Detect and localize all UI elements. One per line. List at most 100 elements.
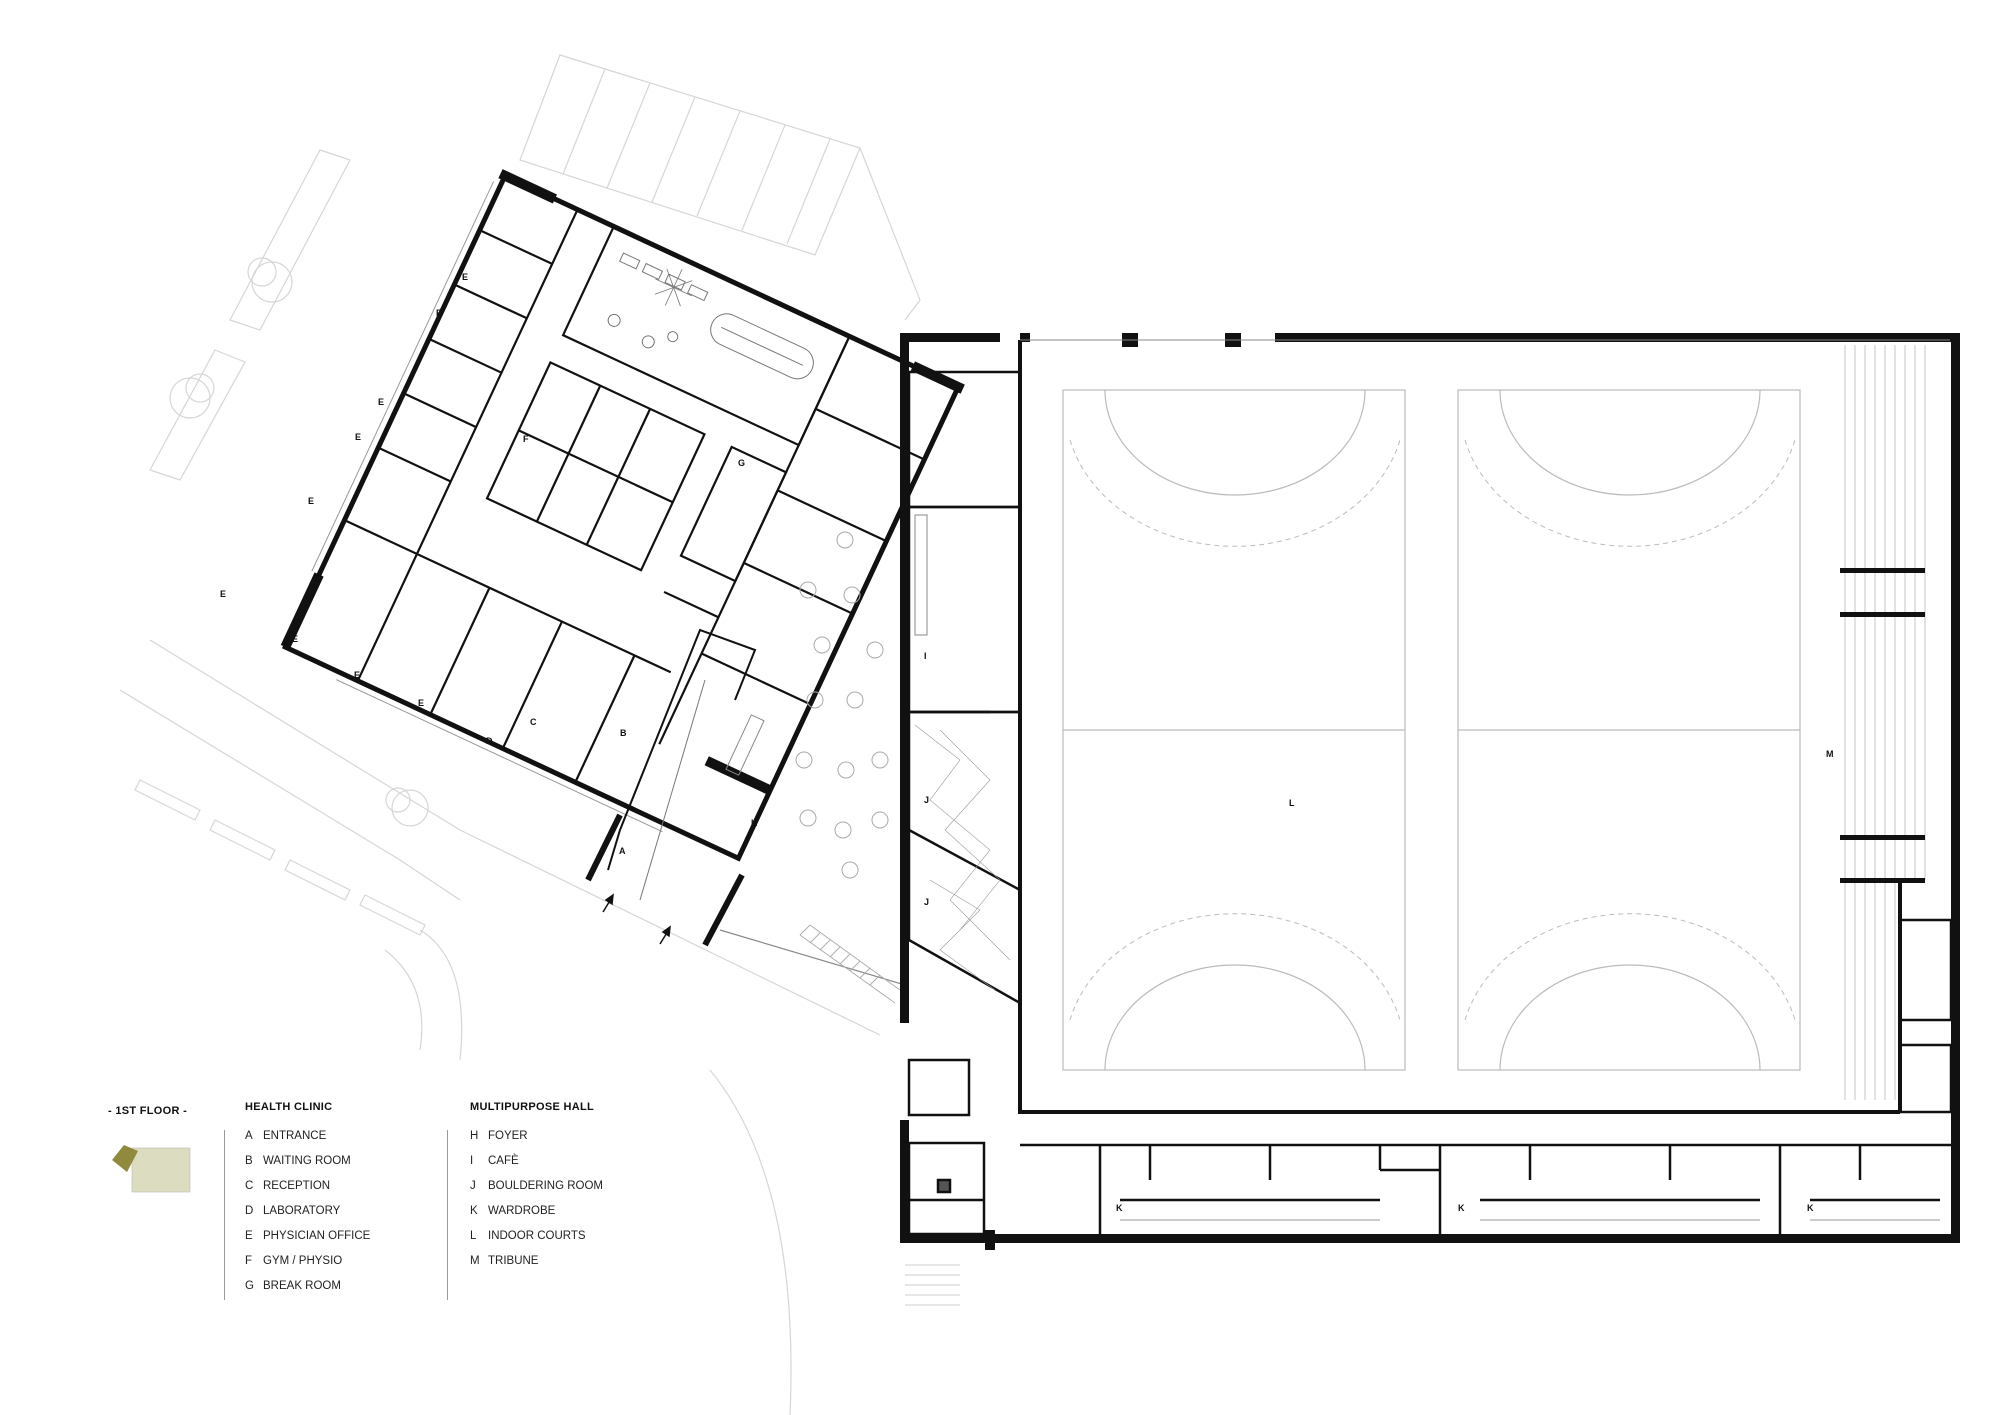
room-label-e: E xyxy=(220,589,226,599)
room-label-e: E xyxy=(378,397,384,407)
room-label-k: K xyxy=(1458,1203,1465,1213)
tribune xyxy=(1844,345,1926,1100)
court-enclosure xyxy=(1018,340,1902,1114)
cafe-counter xyxy=(914,514,928,636)
site-curve xyxy=(709,1069,792,1415)
key-plan xyxy=(112,1145,191,1193)
room-label-k: K xyxy=(1807,1203,1814,1213)
room-label-e: E xyxy=(292,634,298,644)
clinic-wall-thick xyxy=(910,361,965,394)
room-label-i: I xyxy=(924,651,927,661)
entry-arrow-icon xyxy=(604,893,614,906)
cafe-tables xyxy=(795,531,889,879)
room-label-e: E xyxy=(354,670,360,680)
clinic-wall-thick xyxy=(280,572,324,650)
key-plan-clinic xyxy=(112,1145,138,1172)
foyer-stair xyxy=(799,924,901,1004)
key-plan-hall xyxy=(131,1147,191,1193)
tribune-stairs xyxy=(1840,568,1925,883)
legend-divider xyxy=(447,1130,448,1300)
foyer-facade xyxy=(719,929,906,986)
multipurpose-hall-block: I J J L xyxy=(900,333,1960,1250)
legend-section-title: HEALTH CLINIC xyxy=(245,1101,333,1113)
room-label-e: E xyxy=(436,308,442,318)
room-label-j: J xyxy=(924,897,929,907)
room-label-e: E xyxy=(355,432,361,442)
foyer-area xyxy=(585,531,906,1004)
room-label-e: E xyxy=(308,496,314,506)
room-label-l: L xyxy=(1289,798,1295,808)
clinic-outer-walls xyxy=(281,172,962,862)
foyer-glazing xyxy=(639,679,706,901)
path-edge xyxy=(149,639,881,1036)
ceiling-fixture xyxy=(654,268,693,307)
room-label-d: D xyxy=(486,736,493,746)
room-label-g: G xyxy=(738,458,745,468)
foyer-wall-thick xyxy=(702,873,745,947)
ramp-curve xyxy=(419,929,463,1061)
west-service-rooms xyxy=(907,370,1022,1006)
room-label-h: H xyxy=(751,818,758,828)
entrance-arrows xyxy=(602,893,671,945)
bench xyxy=(359,894,426,936)
foyer-wall-thick xyxy=(585,813,623,882)
floor-title: - 1ST FLOOR - xyxy=(108,1105,188,1117)
foyer-wall xyxy=(607,628,757,871)
clinic-window-lines xyxy=(311,181,663,833)
room-label-b: B xyxy=(620,728,627,738)
parking-stalls xyxy=(519,54,861,256)
entry-arrow-icon xyxy=(661,925,671,938)
clinic-wall-thick xyxy=(498,169,558,204)
bench xyxy=(134,779,201,821)
legend-floor-title: - 1ST FLOOR - xyxy=(108,1101,187,1119)
free-throw-lines xyxy=(1069,439,1796,1021)
clinic-partitions xyxy=(343,209,925,783)
legend-section-title: MULTIPURPOSE HALL xyxy=(470,1101,595,1113)
room-label-c: C xyxy=(530,717,537,727)
planter-strip xyxy=(229,149,351,331)
hall-outer-walls xyxy=(900,333,1960,1250)
exterior-steps xyxy=(905,1264,960,1306)
wardrobe-rooms xyxy=(1020,1143,1951,1234)
southwest-rooms xyxy=(907,1058,986,1236)
room-label-a: A xyxy=(619,846,626,856)
site-context xyxy=(119,54,960,1415)
bench xyxy=(284,859,351,901)
bench xyxy=(209,819,276,861)
gym-equipment xyxy=(607,252,814,380)
legend-divider xyxy=(224,1130,225,1300)
tree-symbols xyxy=(169,257,429,827)
room-label-j: J xyxy=(924,795,929,805)
site-boundary-line xyxy=(859,147,921,321)
health-clinic-block xyxy=(280,169,965,862)
bouldering-wall-pattern xyxy=(914,724,1011,991)
room-label-e: E xyxy=(462,272,468,282)
ramp-curve xyxy=(384,949,423,1051)
path-edge xyxy=(119,689,461,901)
room-label-f: F xyxy=(523,434,529,444)
room-label-e: E xyxy=(418,698,424,708)
room-label-m: M xyxy=(1826,749,1834,759)
tribune-service-rooms xyxy=(1898,918,1953,1114)
planter-strip xyxy=(149,349,246,481)
room-label-k: K xyxy=(1116,1203,1123,1213)
foyer-counter xyxy=(725,714,765,776)
clinic-room-labels: E E E E E E E E E F G B C D A xyxy=(220,272,745,856)
